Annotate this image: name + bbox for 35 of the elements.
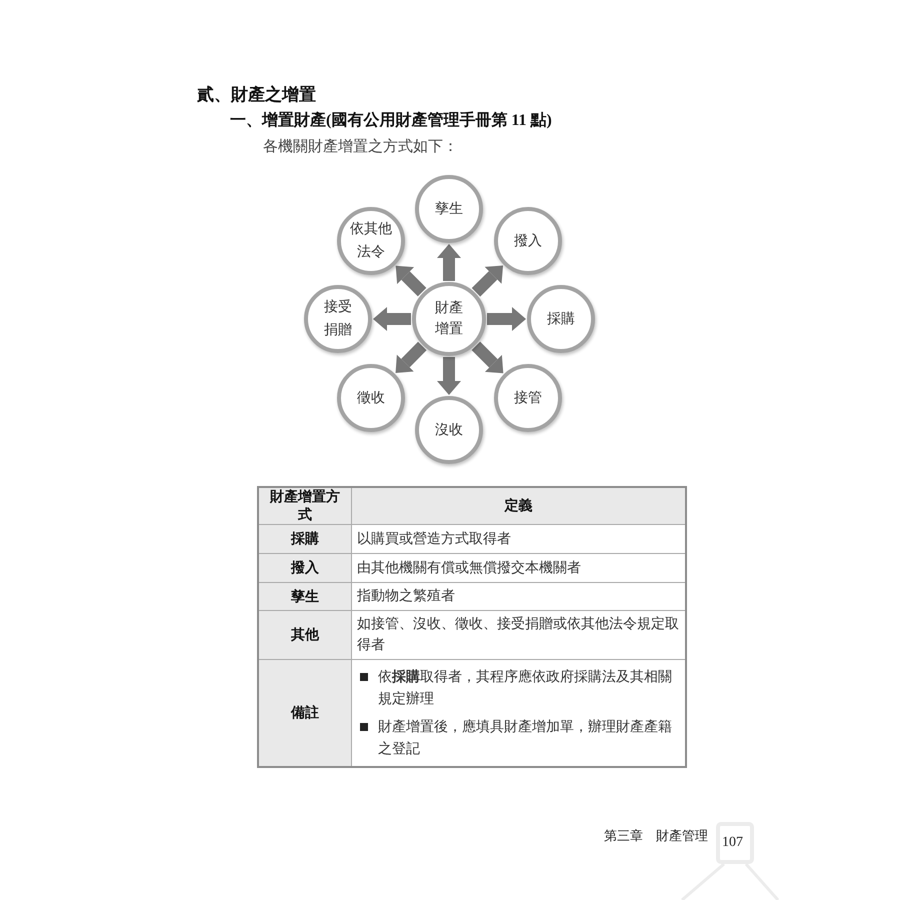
block-arrow — [396, 342, 427, 374]
block-arrow — [472, 266, 504, 297]
circle-node: 接管 — [494, 364, 562, 432]
block-arrow — [396, 266, 426, 296]
table-row-header-cell: 備註 — [258, 660, 352, 767]
circle-node: 依其他法令 — [337, 207, 405, 275]
note-text: 財產增置後，應填具財產增加單，辦理財產產籍之登記 — [378, 718, 673, 759]
table-row-header-cell: 其他 — [258, 610, 352, 660]
section-heading: 貳、財產之增置 — [197, 84, 316, 106]
table-cell: 指動物之繁殖者 — [352, 582, 686, 610]
note-text: 依採購取得者，其程序應依政府採購法及其相關規定辦理 — [378, 668, 673, 709]
table-header-cell: 財產增置方式 — [258, 487, 352, 524]
block-arrow — [373, 307, 411, 331]
table-cell: 由其他機關有償或無償撥交本機關者 — [352, 554, 686, 582]
circle-node: 採購 — [527, 285, 595, 353]
block-arrow — [437, 244, 461, 281]
circle-node: 孳生 — [415, 175, 483, 243]
table-cell: 如接管、沒收、徵收、接受捐贈或依其他法令規定取得者 — [352, 610, 686, 660]
table-row-header-cell: 採購 — [258, 524, 352, 554]
table-row-header-cell: 撥入 — [258, 554, 352, 582]
circle-node: 沒收 — [415, 396, 483, 464]
page-number: 107 — [722, 835, 743, 851]
circle-node: 撥入 — [494, 207, 562, 275]
circle-node: 接受捐贈 — [304, 285, 372, 353]
table-cell: 以購買或營造方式取得者 — [352, 524, 686, 554]
table-row-header-cell: 孳生 — [258, 582, 352, 610]
block-arrow — [437, 357, 461, 395]
circle-node: 財產增置 — [412, 282, 486, 356]
table-header-cell: 定義 — [352, 487, 686, 524]
subheading: 一、增置財產(國有公用財產管理手冊第 11 點) — [230, 110, 552, 131]
block-arrow — [472, 342, 504, 374]
footer-text: 第三章 財產管理 — [604, 828, 708, 845]
intro-text: 各機關財產增置之方式如下： — [263, 137, 458, 156]
circle-node: 徵收 — [337, 364, 405, 432]
block-arrow — [487, 307, 526, 331]
